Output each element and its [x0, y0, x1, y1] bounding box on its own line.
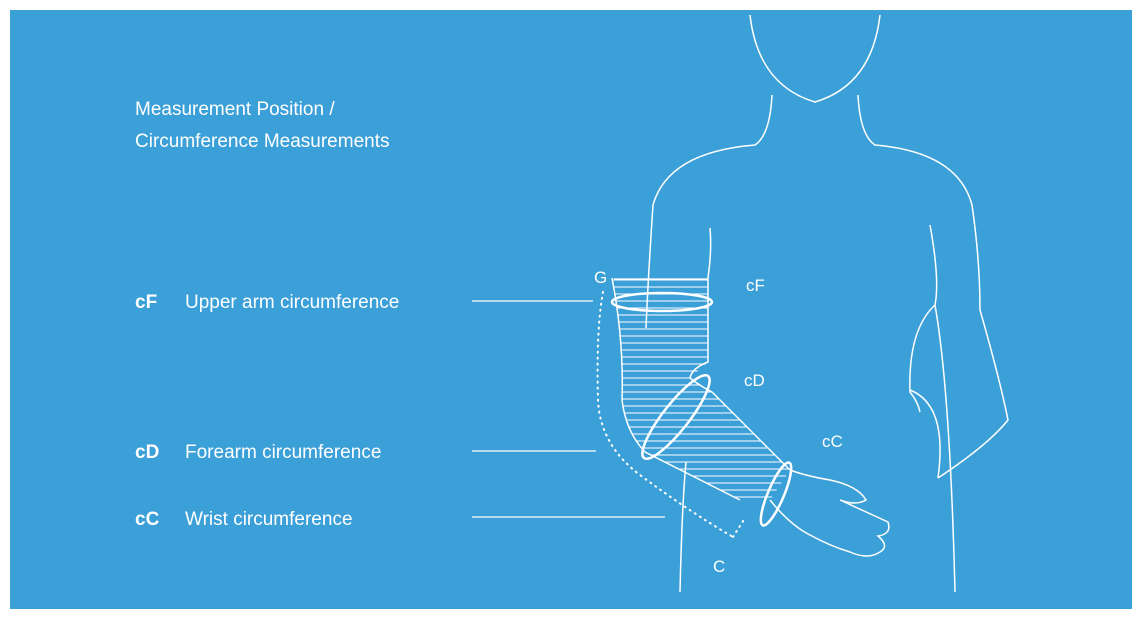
left-waist-outline: [679, 461, 687, 593]
ring-cf: [610, 291, 714, 313]
diagram-title: Measurement Position / Circumference Mea…: [135, 94, 389, 158]
legend-item-wrist: cC Wrist circumference: [135, 508, 353, 532]
legend-description: Upper arm circumference: [185, 292, 400, 313]
cc-label: cC: [822, 432, 843, 451]
forearm-lower-outline: [611, 277, 741, 501]
ring-cd: [641, 373, 711, 461]
leader-lines: [472, 278, 708, 518]
right-shoulder-outline: [857, 94, 1009, 479]
neck-outline: [749, 14, 881, 103]
diagram-panel: [10, 10, 1132, 609]
dotted-length-line: [596, 291, 734, 538]
body-outline: [611, 14, 1009, 593]
point-c-label: C: [713, 557, 725, 576]
arm-crease-line: [707, 227, 712, 279]
cf-label: cF: [746, 276, 765, 295]
right-hand-outline: [909, 389, 941, 479]
left-hand-outline: [769, 469, 890, 557]
legend-description: Forearm circumference: [185, 442, 382, 463]
measurement-rings: [610, 291, 793, 527]
legend-item-forearm: cD Forearm circumference: [135, 441, 381, 465]
right-arm-inner-outline: [909, 224, 938, 413]
legend-item-upper-arm: cF Upper arm circumference: [135, 291, 399, 315]
title-line-2: Circumference Measurements: [135, 131, 390, 152]
point-g-label: G: [594, 268, 607, 287]
legend-code: cC: [135, 509, 160, 530]
dotted-wrist-line: [732, 517, 746, 538]
title-line-1: Measurement Position /: [135, 99, 335, 120]
legend-code: cF: [135, 292, 158, 313]
cd-label: cD: [744, 371, 765, 390]
right-waist-outline: [934, 304, 956, 593]
legend-description: Wrist circumference: [185, 509, 353, 530]
legend-code: cD: [135, 442, 160, 463]
sleeve-hatching: [612, 279, 790, 498]
ring-cc: [759, 461, 793, 527]
